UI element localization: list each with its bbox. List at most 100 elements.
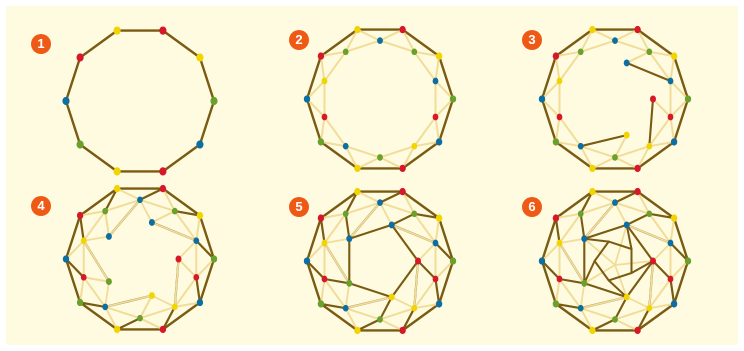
- node-ball: [556, 113, 563, 121]
- node-ball: [411, 142, 418, 150]
- stick-light: [434, 55, 441, 82]
- node-ball: [159, 325, 167, 334]
- stick-light: [390, 296, 416, 310]
- stick-outer: [540, 54, 558, 101]
- stick-outer: [78, 301, 119, 331]
- stick-inner: [636, 145, 651, 170]
- stick-light: [591, 190, 616, 204]
- stick-light: [323, 212, 347, 244]
- node-ball: [113, 325, 121, 334]
- node-ball: [552, 214, 560, 222]
- stick-light: [636, 28, 651, 53]
- node-ball: [581, 279, 588, 287]
- node-ball: [577, 142, 584, 150]
- stick-light: [614, 156, 639, 170]
- stick-light: [554, 50, 582, 58]
- stick-light: [614, 318, 639, 332]
- stick-light: [554, 212, 582, 220]
- stick-inner: [104, 210, 110, 238]
- node-ball: [113, 26, 121, 35]
- stick-inner: [173, 210, 201, 217]
- step-badge-1: 1: [31, 34, 51, 54]
- stick-light: [82, 239, 110, 283]
- node-ball: [646, 210, 653, 218]
- node-ball: [342, 48, 349, 56]
- node-ball: [556, 239, 563, 247]
- step-badge-5: 5: [289, 197, 309, 217]
- node-ball: [634, 326, 641, 335]
- stick-inner: [554, 140, 582, 148]
- node-ball: [577, 304, 584, 312]
- stick-light: [625, 296, 651, 310]
- stick-light: [579, 307, 616, 321]
- stick-light: [379, 145, 416, 159]
- stick-inner: [625, 50, 651, 64]
- stick-inner: [401, 145, 416, 170]
- stick-light: [150, 221, 198, 242]
- node-ball: [589, 326, 596, 335]
- stick-inner: [613, 134, 628, 159]
- stick-light: [82, 276, 107, 308]
- node-ball: [76, 53, 84, 62]
- node-ball: [667, 275, 674, 283]
- stick-outer: [198, 56, 216, 103]
- stick-outer: [161, 301, 202, 331]
- stick-light: [104, 280, 110, 308]
- stick-light: [173, 276, 198, 308]
- stick-light: [413, 50, 437, 82]
- node-ball: [646, 304, 653, 312]
- stick-inner: [613, 296, 628, 321]
- node-ball: [612, 154, 618, 161]
- stick-inner: [150, 210, 176, 224]
- stick-outer: [64, 214, 82, 261]
- stick-light: [579, 145, 616, 159]
- stick-light: [82, 210, 107, 242]
- node-ball: [577, 48, 584, 56]
- stick-inner: [614, 28, 639, 42]
- node-ball: [538, 257, 546, 265]
- stick-inner: [138, 294, 153, 320]
- node-ball: [193, 237, 200, 245]
- stick-outer: [636, 140, 676, 170]
- stick-outer: [198, 99, 216, 146]
- stick-light: [648, 140, 676, 148]
- stick-inner: [625, 223, 655, 263]
- node-ball: [432, 77, 439, 85]
- stick-light: [413, 212, 437, 244]
- stick-outer: [540, 259, 558, 306]
- stick-light: [344, 145, 359, 170]
- stick-light: [139, 305, 176, 320]
- stick-light: [614, 264, 628, 299]
- stick-outer: [161, 29, 202, 59]
- node-ball: [148, 292, 155, 300]
- stick-outer: [198, 214, 216, 261]
- node-ball: [634, 164, 641, 173]
- stick-light: [319, 50, 347, 58]
- stick-light: [413, 278, 437, 310]
- stick-light: [648, 302, 676, 310]
- stick-inner: [648, 97, 655, 148]
- node-ball: [399, 187, 406, 196]
- stick-outer: [672, 216, 690, 263]
- stick-inner: [434, 116, 441, 143]
- stick-inner: [319, 55, 326, 82]
- node-ball: [354, 164, 361, 173]
- stick-light: [344, 201, 381, 215]
- stick-light: [669, 217, 676, 244]
- node-ball: [148, 218, 155, 226]
- stick-outer: [64, 257, 82, 304]
- stick-light: [669, 98, 689, 118]
- stick-outer: [672, 97, 690, 144]
- stick-inner: [390, 259, 420, 299]
- stick-light: [413, 302, 441, 310]
- node-ball: [377, 154, 383, 161]
- stick-outer: [437, 259, 455, 306]
- node-ball: [102, 207, 109, 215]
- node-ball: [76, 140, 84, 149]
- stick-light: [614, 145, 651, 159]
- node-ball: [171, 303, 178, 311]
- stick-outer: [401, 190, 441, 220]
- stick-outer: [161, 143, 202, 173]
- stick-inner: [593, 240, 610, 262]
- node-ball: [317, 52, 325, 60]
